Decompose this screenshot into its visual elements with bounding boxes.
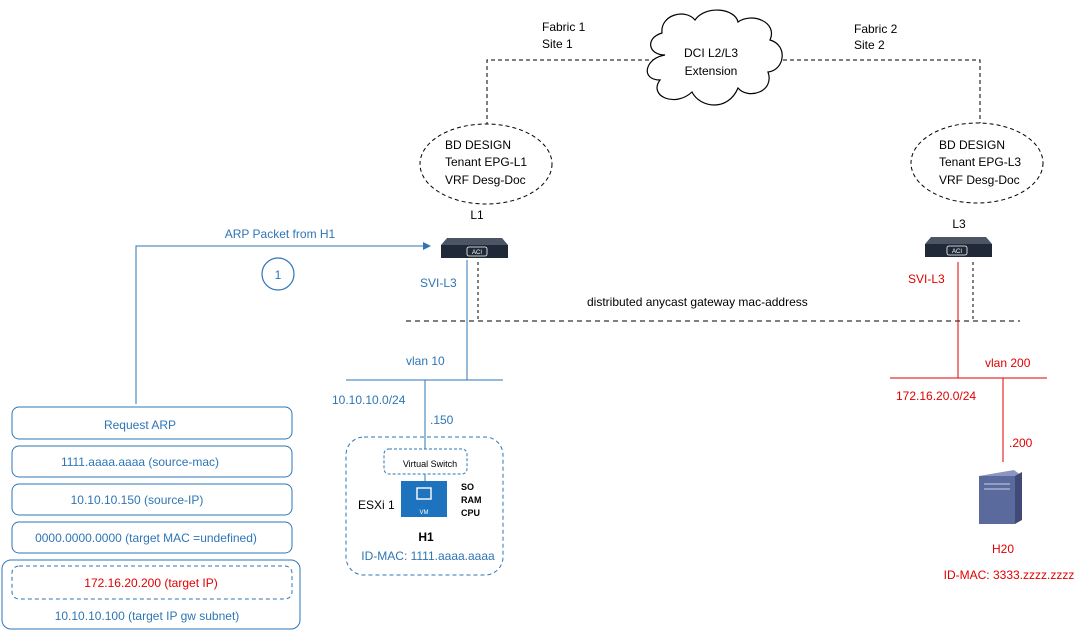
step-1-badge: 1	[261, 257, 295, 291]
esxi-host-label: ESXi 1	[358, 498, 395, 512]
subnet-right-label: 172.16.20.0/24	[896, 389, 976, 403]
h20-ip-label: .200	[1009, 436, 1033, 450]
arp-target-ip: 172.16.20.200 (target IP)	[84, 576, 217, 590]
h1-mac-label: ID-MAC: 1111.aaaa.aaaa	[361, 549, 495, 563]
bd-right-line1: BD DESIGN	[939, 138, 1005, 152]
vm-resource-cpu: CPU	[461, 508, 480, 518]
dci-links	[486, 59, 981, 140]
h20-label: H20	[992, 542, 1014, 556]
fabric1-site: Site 1	[542, 37, 573, 51]
vm-resource-so: SO	[461, 482, 474, 492]
bd-right-line3: VRF Desg-Doc	[939, 173, 1020, 187]
fabric2-site: Site 2	[854, 38, 885, 52]
step-number: 1	[275, 268, 282, 282]
bd-design-left: BD DESIGN Tenant EPG-L1 VRF Desg-Doc	[419, 123, 553, 205]
fabric1-label: Fabric 1	[542, 20, 586, 34]
vm-badge: VM	[420, 510, 429, 516]
bd-left-line2: Tenant EPG-L1	[445, 155, 527, 169]
bd-design-right: BD DESIGN Tenant EPG-L3 VRF Desg-Doc	[910, 122, 1044, 204]
h1-label: H1	[418, 530, 434, 544]
arp-flow-arrow	[135, 242, 431, 404]
anycast-gateway-line	[406, 262, 1020, 322]
vswitch-label: Virtual Switch	[403, 459, 457, 469]
switch-l1-icon: ACI	[441, 238, 508, 258]
server-icon	[979, 470, 1022, 524]
arp-request-title: Request ARP	[104, 418, 176, 432]
vlan10-label: vlan 10	[406, 354, 445, 368]
fabric2-label: Fabric 2	[854, 22, 898, 36]
leaf-left-name: L1	[470, 208, 484, 222]
bd-left-line3: VRF Desg-Doc	[445, 173, 526, 187]
subnet-left-label: 10.10.10.0/24	[332, 393, 406, 407]
switch-l3-badge: ACI	[952, 249, 962, 255]
arp-target-gw: 10.10.10.100 (target IP gw subnet)	[55, 609, 240, 623]
right-network	[890, 262, 1047, 462]
arp-flow-label: ARP Packet from H1	[225, 227, 336, 241]
bd-right-line2: Tenant EPG-L3	[939, 155, 1021, 169]
h20-mac-label: ID-MAC: 3333.zzzz.zzzz	[944, 568, 1075, 582]
arp-target-mac: 0000.0000.0000 (target MAC =undefined)	[35, 531, 257, 545]
dci-label-1: DCI L2/L3	[684, 46, 738, 60]
dci-label-2: Extension	[685, 64, 738, 78]
arp-request-stack: Request ARP 1111.aaaa.aaaa (source-mac) …	[1, 406, 301, 630]
leaf-right-name: L3	[952, 217, 966, 231]
vm-icon: VM	[401, 481, 447, 517]
esxi-host: Virtual Switch ESXi 1 VM SO RAM CPU H1 I…	[345, 436, 504, 576]
svi-left-label: SVI-L3	[420, 276, 457, 290]
arp-source-mac: 1111.aaaa.aaaa (source-mac)	[61, 455, 219, 469]
anycast-label: distributed anycast gateway mac-address	[587, 295, 808, 309]
svi-right-label: SVI-L3	[908, 272, 945, 286]
arp-source-ip: 10.10.10.150 (source-IP)	[71, 493, 204, 507]
bd-left-line1: BD DESIGN	[445, 138, 511, 152]
vlan200-label: vlan 200	[985, 356, 1031, 370]
dci-cloud: DCI L2/L3 Extension	[646, 9, 783, 106]
switch-l1-badge: ACI	[472, 250, 482, 256]
h1-ip-label: .150	[430, 413, 454, 427]
vm-resource-ram: RAM	[461, 495, 482, 505]
switch-l3-icon: ACI	[925, 237, 992, 257]
